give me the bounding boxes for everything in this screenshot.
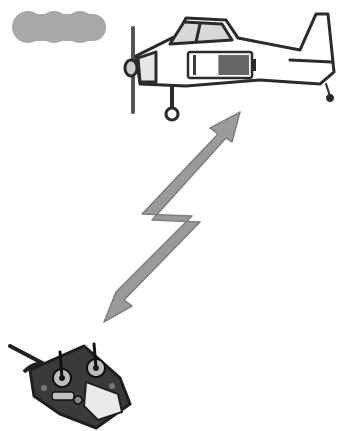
battery-icon [188,52,256,78]
rc-transmitter-icon [10,344,130,428]
lightning-bolt-icon [104,112,240,322]
cloud-icon [12,11,106,43]
